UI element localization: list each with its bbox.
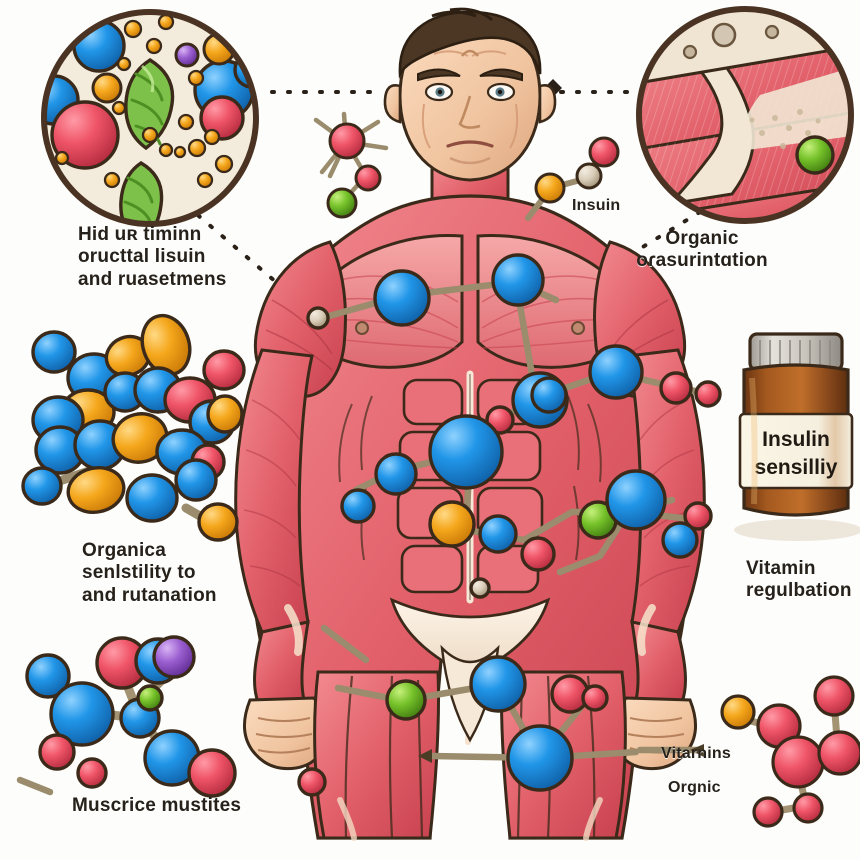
- molecule-insulin-marker: [525, 136, 620, 221]
- node-blue: [373, 269, 431, 327]
- atom-red: [38, 733, 76, 771]
- atom-red: [771, 735, 825, 789]
- node-blue: [605, 469, 667, 531]
- vesicle-red-edge: [199, 95, 245, 141]
- fiber-bubble-small: [764, 24, 780, 40]
- node-blue-small: [530, 376, 568, 414]
- atom-green: [326, 187, 358, 219]
- mouth: [446, 140, 494, 148]
- atom-tan: [575, 162, 603, 190]
- atom-red: [328, 122, 366, 160]
- node-tan-shoulder: [306, 306, 330, 330]
- eyes: [424, 82, 516, 102]
- atom-red: [187, 748, 237, 798]
- fiber-bubble-small: [682, 44, 698, 60]
- node-blue: [588, 344, 644, 400]
- nipple-right: [571, 321, 585, 335]
- atom-green: [136, 684, 164, 712]
- node-blue: [469, 655, 527, 713]
- atom-red: [813, 675, 855, 717]
- head: [383, 7, 557, 182]
- fiber-matrix-channel: [665, 62, 755, 207]
- mitochondrion-upper: [124, 57, 175, 151]
- atom-red: [588, 136, 620, 168]
- chin-crease: [449, 156, 491, 165]
- node-red: [581, 684, 609, 712]
- atom-blue: [49, 681, 115, 747]
- supplement-bottle: Insulin sensilliy: [734, 332, 860, 541]
- molecule-top-center: [313, 111, 389, 219]
- node-red: [520, 536, 556, 572]
- atom-red: [354, 164, 382, 192]
- node-red: [659, 371, 693, 405]
- atom-orange: [720, 694, 756, 730]
- atom-purple: [152, 635, 196, 679]
- nipple-left: [355, 321, 369, 335]
- node-blue: [478, 514, 518, 554]
- vesicle-orange: [91, 72, 123, 104]
- atom-blue: [25, 653, 71, 699]
- molecule-bottom-right: [720, 675, 860, 828]
- hair: [398, 10, 542, 80]
- node-blue: [340, 488, 376, 524]
- eyebrow-left: [417, 68, 461, 82]
- node-blue: [374, 452, 418, 496]
- ear-right: [538, 84, 557, 124]
- node-red: [694, 380, 722, 408]
- atom-red: [792, 792, 824, 824]
- eyebrow-right: [479, 68, 523, 82]
- inguinal-region: [389, 597, 551, 678]
- node-blue-large: [506, 724, 574, 792]
- node-green: [385, 679, 427, 721]
- bottle-label-line2: sensilliy: [755, 456, 838, 479]
- node-blue: [661, 521, 699, 559]
- nose: [458, 95, 481, 129]
- fiber-inset-ring: [636, 6, 854, 224]
- body-network-overlay: [16, 253, 722, 797]
- node-red: [297, 767, 327, 797]
- cell-inset: [41, 9, 259, 227]
- atom-red: [76, 757, 108, 789]
- cell-inset-ring: [41, 9, 259, 227]
- node-red: [683, 501, 713, 531]
- vesicle-red: [50, 100, 120, 170]
- atom-red: [817, 730, 860, 776]
- fiber-bubble-large: [711, 22, 737, 48]
- molecule-cluster-left: [21, 313, 246, 542]
- fiber-green-marker: [795, 135, 835, 175]
- atom-orange: [534, 172, 566, 204]
- arrow-head: [690, 744, 704, 757]
- node-orange: [428, 500, 476, 548]
- vesicle-purple: [174, 42, 200, 68]
- node-blue: [491, 253, 545, 307]
- granules: [54, 13, 234, 189]
- bottle-label-line1: Insulin: [762, 428, 830, 451]
- bottle-label: [738, 412, 854, 490]
- muscle-fiber-inset: [636, 6, 854, 224]
- arrow-head: [418, 749, 432, 763]
- node-tan: [469, 577, 491, 599]
- ear-left: [383, 84, 402, 124]
- molecule-ball-stick-bottom-left: [25, 635, 237, 798]
- bottle-shadow: [734, 519, 860, 541]
- atom-red: [752, 796, 784, 828]
- node-blue-large: [428, 414, 504, 490]
